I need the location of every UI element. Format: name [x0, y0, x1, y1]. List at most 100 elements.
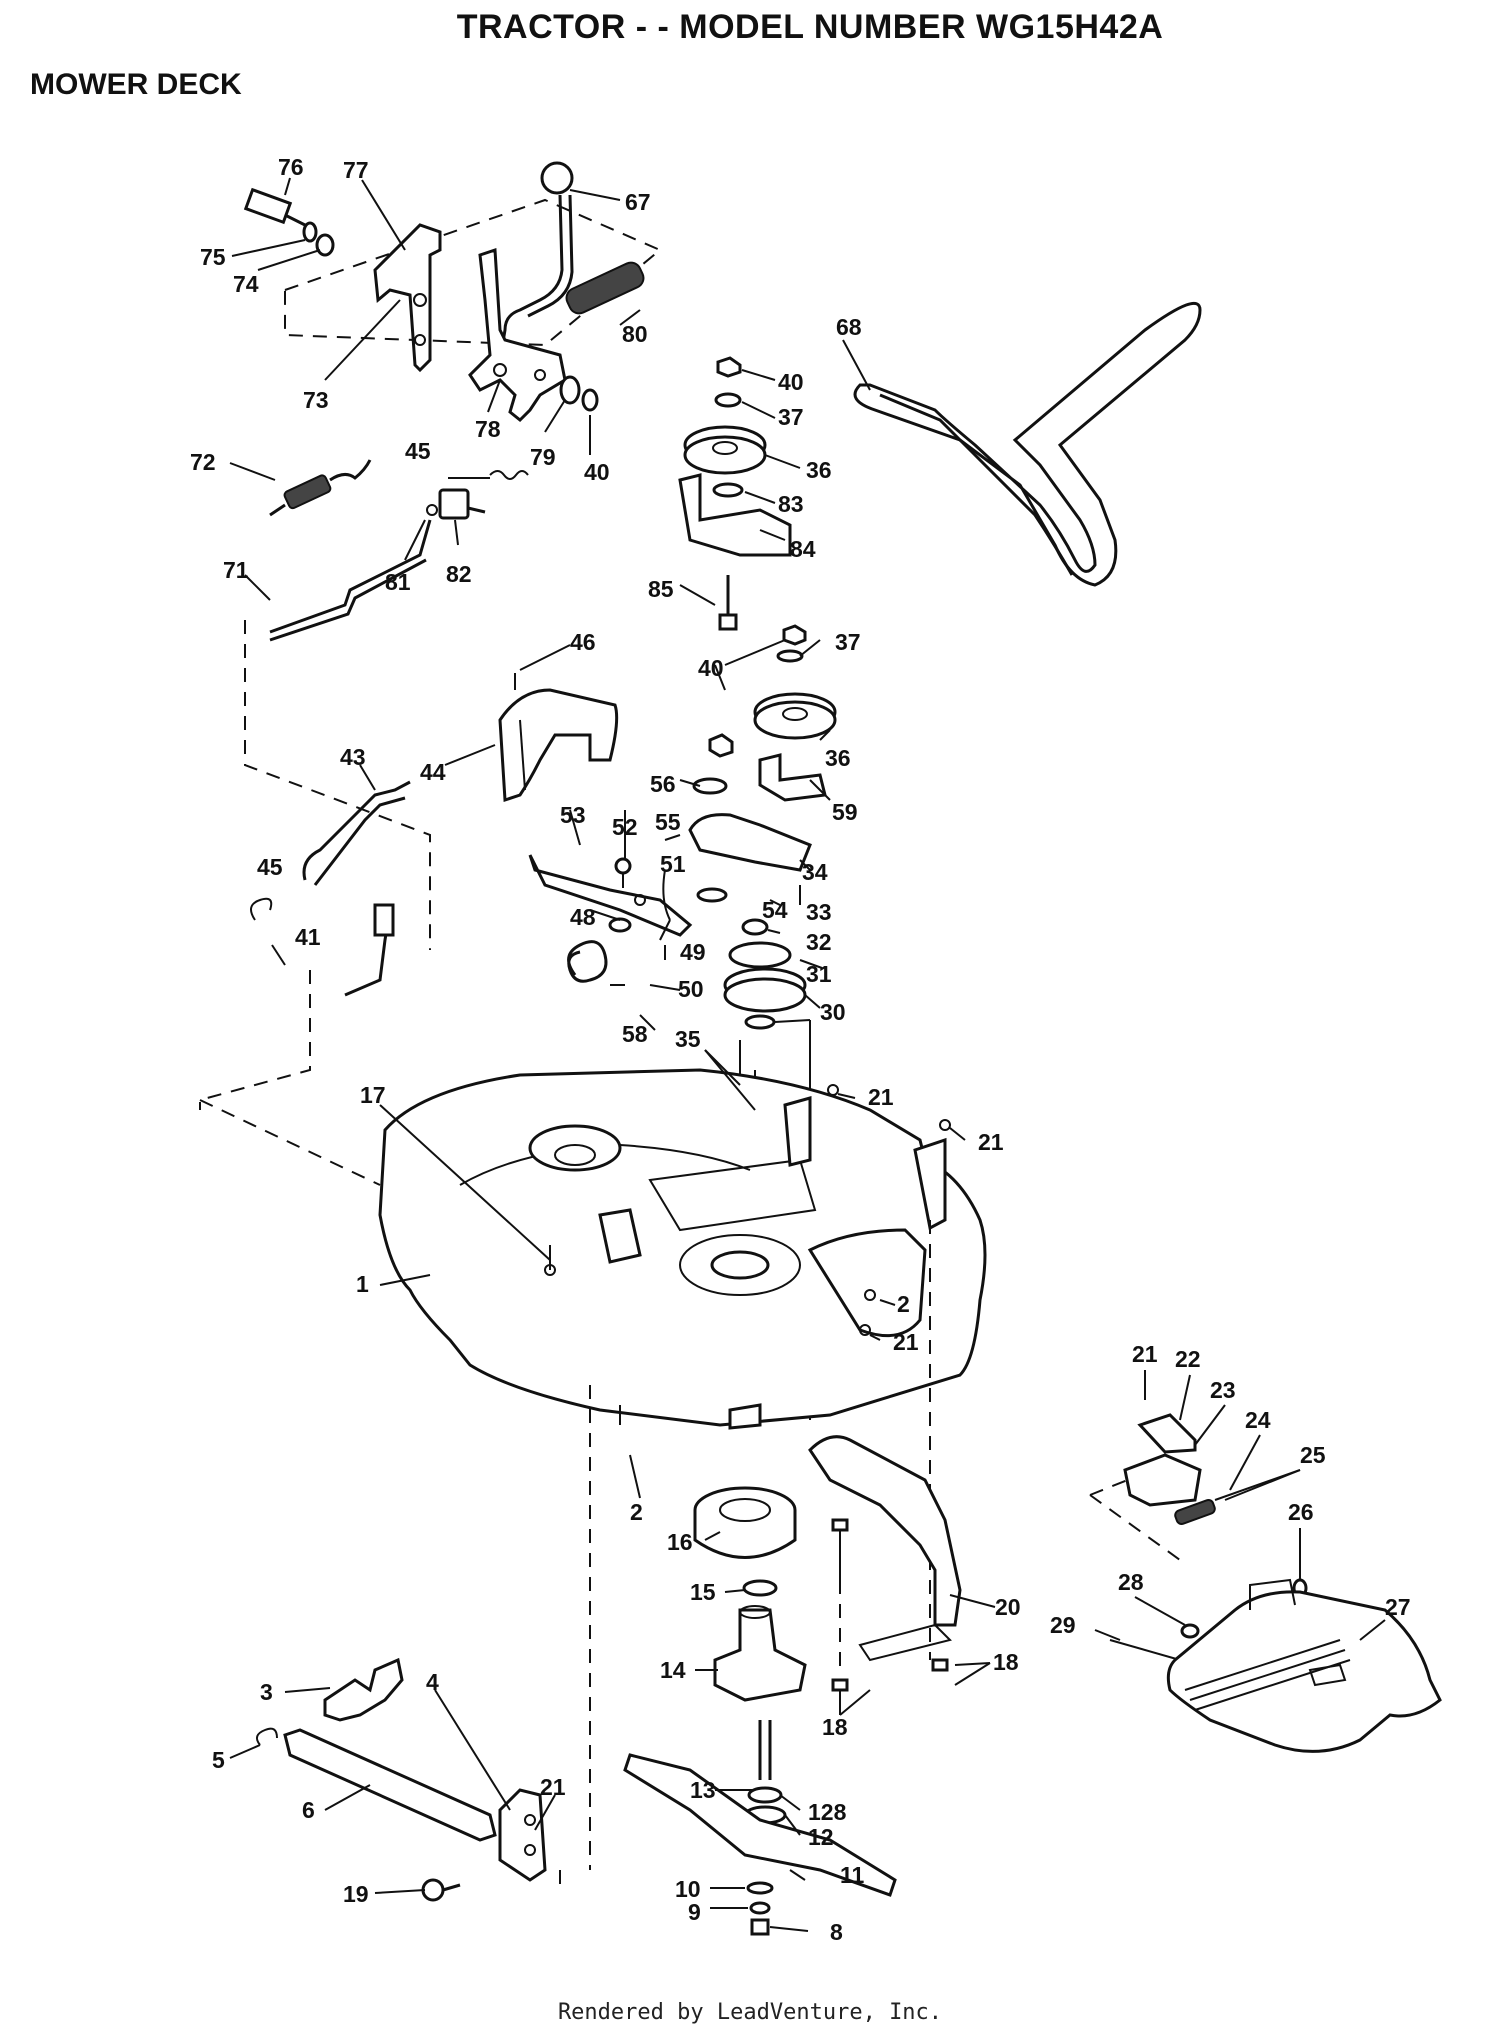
callout-labels: 76 77 67 75 74 80 73 78 79 40 68 40 37 3…	[190, 154, 1411, 1945]
callout-45-b: 45	[257, 854, 283, 880]
front-lift-arm	[808, 1435, 962, 1692]
callout-17: 17	[360, 1082, 386, 1108]
discharge-chute-assembly	[1089, 1413, 1442, 1753]
callout-1: 1	[356, 1271, 369, 1297]
callout-73: 73	[303, 387, 329, 413]
callout-82: 82	[446, 561, 472, 587]
blade-spindle-stack	[623, 1486, 897, 1936]
callout-18-b: 18	[822, 1714, 848, 1740]
lift-lever-assembly	[243, 161, 662, 950]
callout-43: 43	[340, 744, 366, 770]
callout-2-a: 2	[897, 1291, 910, 1317]
callout-41: 41	[295, 924, 321, 950]
callout-24: 24	[1245, 1407, 1271, 1433]
callout-81: 81	[385, 569, 411, 595]
footer-credit: Rendered by LeadVenture, Inc.	[557, 2000, 943, 2025]
callout-21-c: 21	[893, 1329, 919, 1355]
callout-36-b: 36	[825, 745, 851, 771]
callout-22: 22	[1175, 1346, 1201, 1372]
callout-40-b: 40	[778, 369, 804, 395]
callout-77: 77	[343, 157, 369, 183]
callout-31: 31	[806, 961, 832, 987]
callout-15: 15	[690, 1579, 716, 1605]
callout-79: 79	[530, 444, 556, 470]
section-subtitle: MOWER DECK	[30, 68, 242, 101]
callout-48: 48	[570, 904, 596, 930]
callout-52: 52	[612, 814, 638, 840]
callout-46: 46	[570, 629, 596, 655]
callout-35: 35	[675, 1026, 701, 1052]
callout-20: 20	[995, 1594, 1021, 1620]
callout-27: 27	[1385, 1594, 1411, 1620]
upper-idler-stack	[678, 356, 792, 631]
callout-67: 67	[625, 189, 651, 215]
callout-71: 71	[223, 557, 249, 583]
callout-9: 9	[688, 1899, 701, 1925]
callout-68: 68	[836, 314, 862, 340]
callout-26: 26	[1288, 1499, 1314, 1525]
lift-link-assembly	[199, 780, 411, 1110]
callout-80: 80	[622, 321, 648, 347]
callout-54: 54	[762, 897, 788, 923]
callout-55: 55	[655, 809, 681, 835]
belt-guard	[498, 673, 619, 803]
callout-16: 16	[667, 1529, 693, 1555]
idler-arm-assembly	[688, 624, 837, 905]
callout-32: 32	[806, 929, 832, 955]
leader-lines	[229, 177, 1386, 1932]
callout-18-a: 18	[993, 1649, 1019, 1675]
callout-44: 44	[420, 759, 446, 785]
callout-85: 85	[648, 576, 674, 602]
callout-51: 51	[660, 851, 686, 877]
callout-74: 74	[233, 271, 259, 297]
callout-128: 128	[808, 1799, 847, 1825]
callout-40-c: 40	[698, 655, 724, 681]
callout-4: 4	[426, 1669, 439, 1695]
callout-11: 11	[840, 1862, 865, 1888]
callout-21-d: 21	[1132, 1341, 1158, 1367]
callout-84: 84	[790, 536, 816, 562]
callout-53: 53	[560, 802, 586, 828]
front-hanger-assembly	[255, 1657, 561, 1902]
callout-29: 29	[1050, 1612, 1076, 1638]
callout-23: 23	[1210, 1377, 1236, 1403]
callout-8: 8	[830, 1919, 843, 1945]
callout-21-b: 21	[978, 1129, 1004, 1155]
diagram-title: TRACTOR - - MODEL NUMBER WG15H42A	[456, 8, 1164, 46]
callout-56: 56	[650, 771, 676, 797]
callout-76: 76	[278, 154, 304, 180]
callout-10: 10	[675, 1876, 701, 1902]
callout-19: 19	[343, 1881, 369, 1907]
callout-37-a: 37	[778, 404, 804, 430]
callout-59: 59	[832, 799, 858, 825]
callout-49: 49	[680, 939, 706, 965]
callout-25: 25	[1300, 1442, 1326, 1468]
mower-deck-housing	[199, 1068, 987, 1870]
callout-14: 14	[660, 1657, 686, 1683]
callout-37-b: 37	[835, 629, 861, 655]
callout-28: 28	[1118, 1569, 1144, 1595]
callout-72: 72	[190, 449, 216, 475]
callout-12: 12	[808, 1824, 834, 1850]
callout-6: 6	[302, 1797, 315, 1823]
callout-21-e: 21	[540, 1774, 566, 1800]
callout-78: 78	[475, 416, 501, 442]
callout-50: 50	[678, 976, 704, 1002]
callout-30: 30	[820, 999, 846, 1025]
drive-pulley-stack	[723, 918, 811, 1420]
callout-58: 58	[622, 1021, 648, 1047]
callout-34: 34	[802, 859, 828, 885]
callout-36-a: 36	[806, 457, 832, 483]
drive-belt	[853, 301, 1202, 587]
callout-33: 33	[806, 899, 832, 925]
callout-75: 75	[200, 244, 226, 270]
callout-3: 3	[260, 1679, 273, 1705]
callout-13: 13	[690, 1777, 716, 1803]
callout-45-a: 45	[405, 438, 431, 464]
callout-21-a: 21	[868, 1084, 894, 1110]
callout-40-a: 40	[584, 459, 610, 485]
callout-5: 5	[212, 1747, 225, 1773]
callout-2-b: 2	[630, 1499, 643, 1525]
callout-83: 83	[778, 491, 804, 517]
